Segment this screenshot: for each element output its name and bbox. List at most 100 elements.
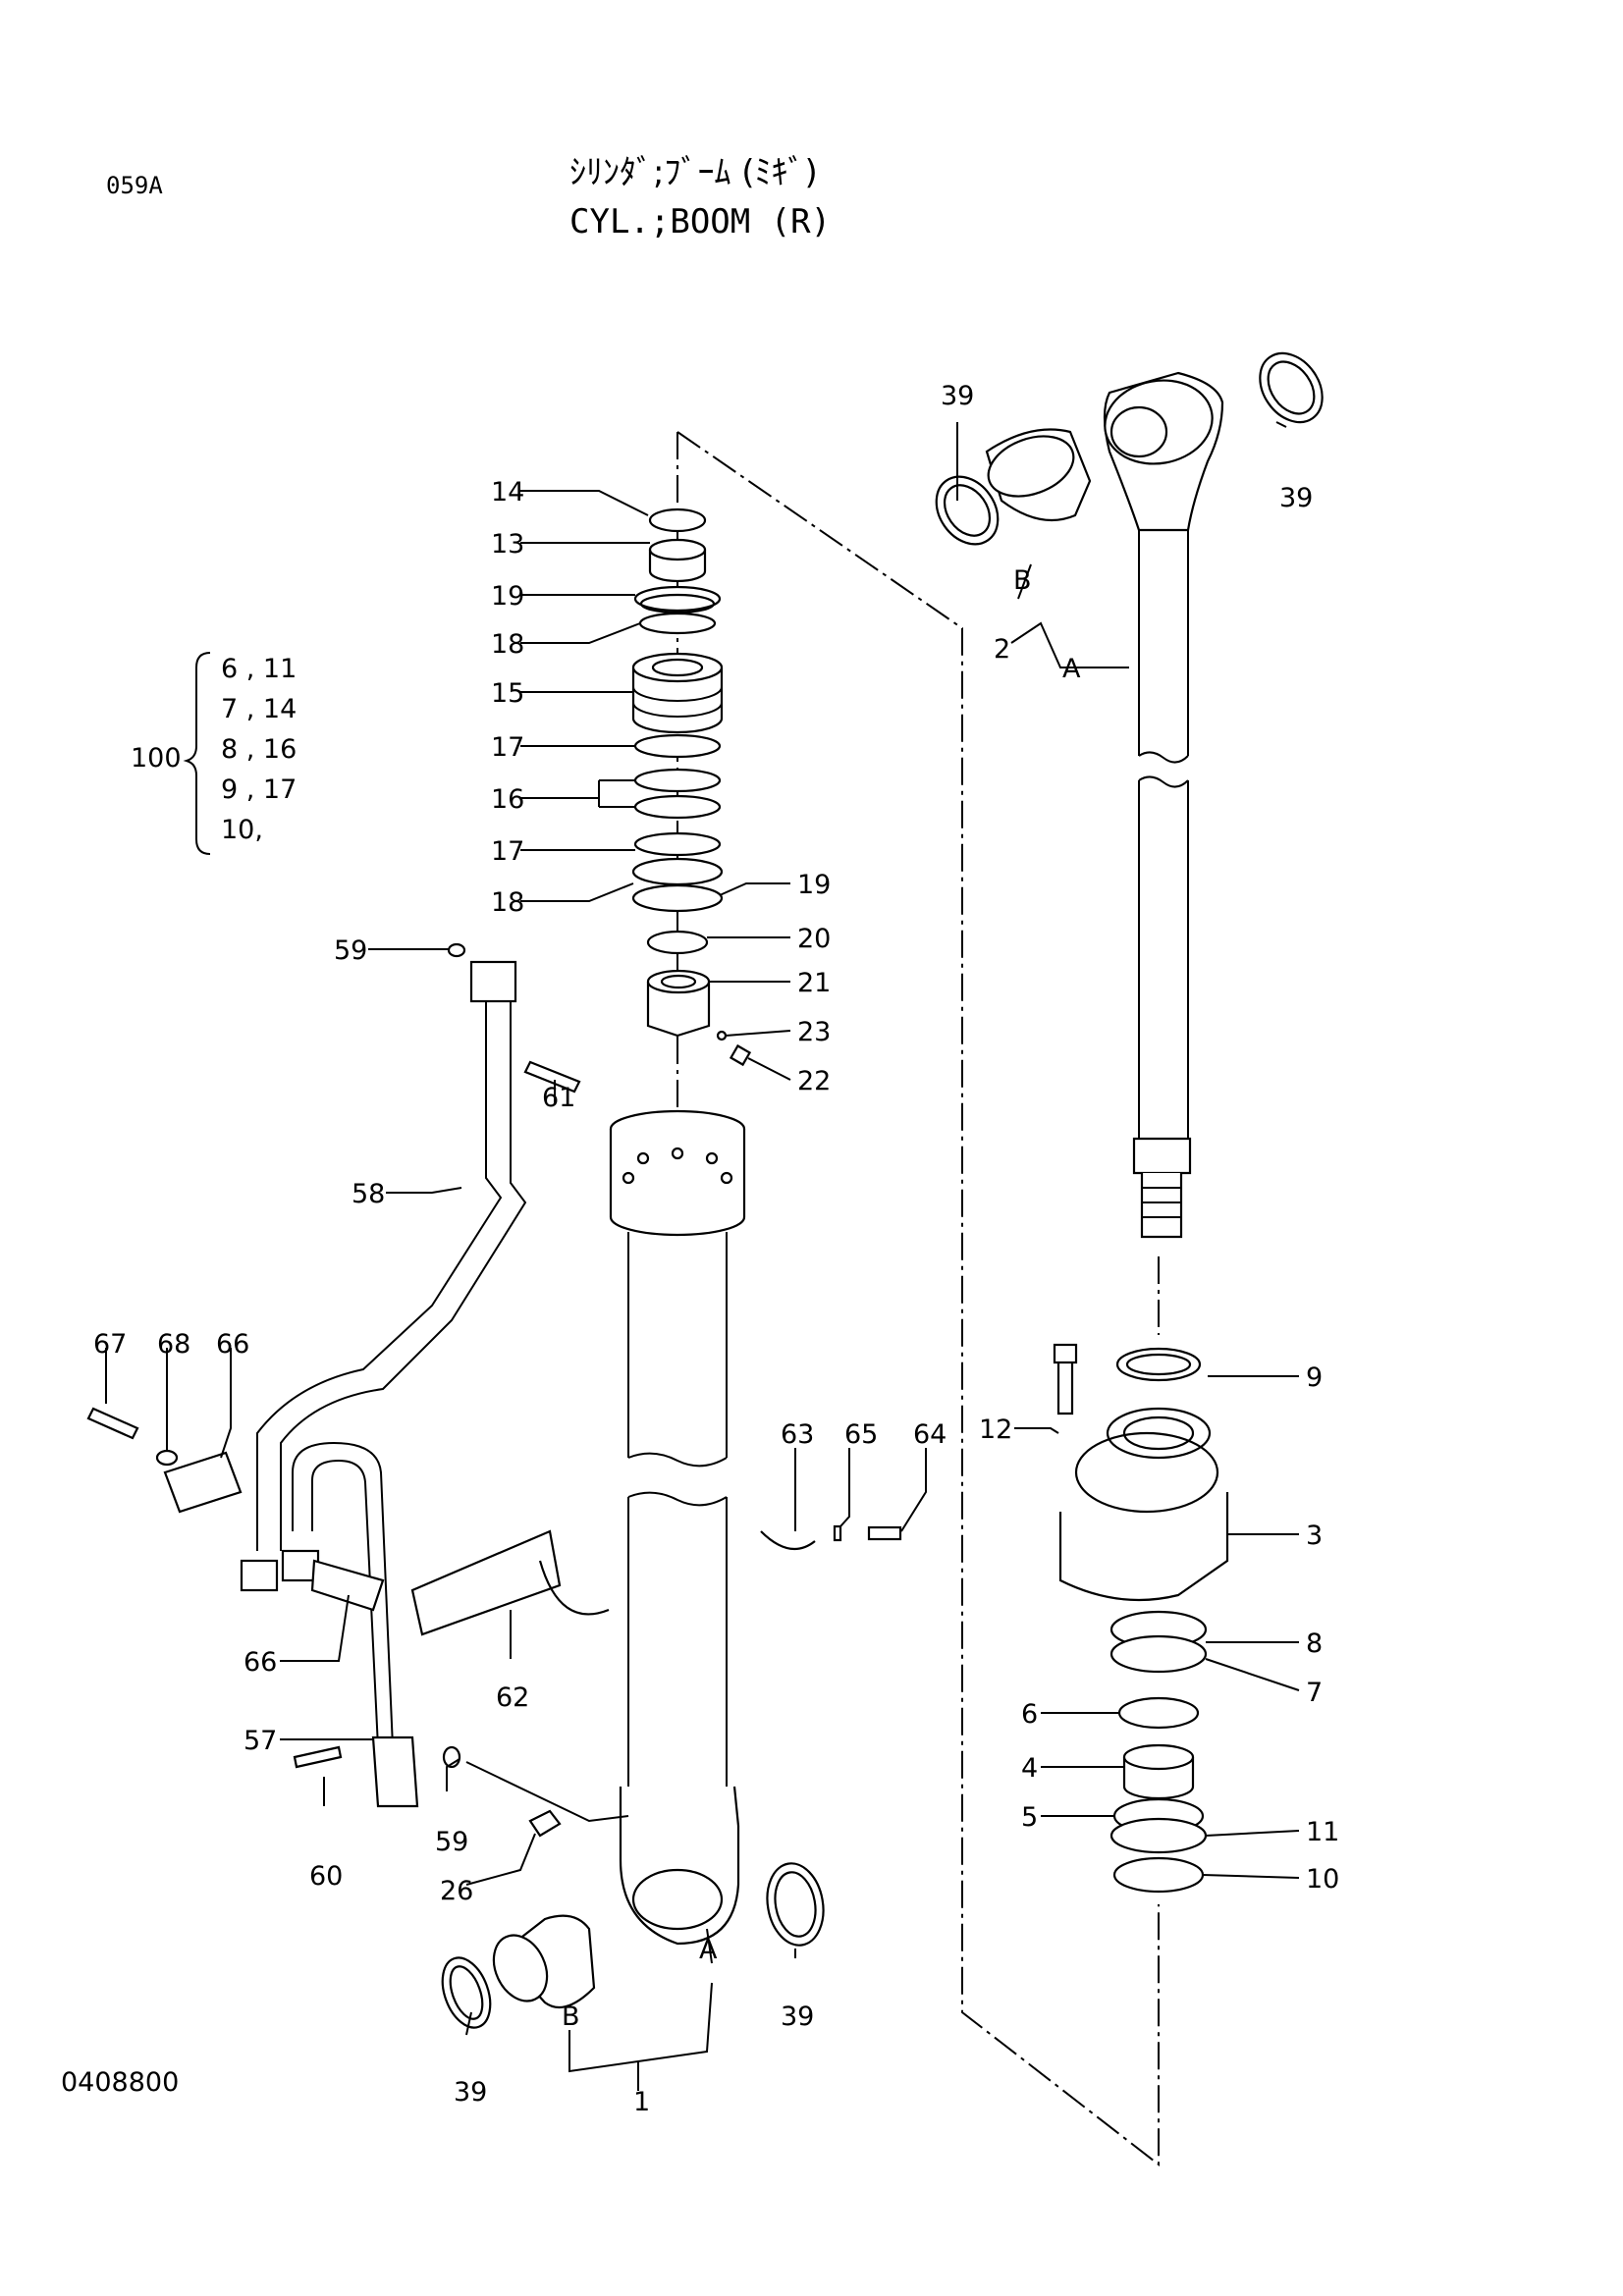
part-9-ring [1115,1347,1202,1382]
assembly-path-line [676,431,1160,2167]
callout-21: 21 [797,968,831,998]
part-19-backup-lower [631,883,724,913]
part-16-ring-b [633,794,722,820]
tube-break-bottom [627,1491,728,1507]
kit-bracket-group: 100 6 , 11 7 , 14 8 , 16 9 , 17 10, [131,652,297,855]
bolt-hole [636,1151,650,1165]
title-english: CYL.;BOOM (R) [569,202,832,241]
callout-labels: 14 13 19 18 15 17 16 17 18 19 20 21 23 2… [93,381,1339,2117]
head-bore [1122,1415,1195,1451]
callout-22: 22 [797,1066,831,1096]
callout-17: 17 [491,732,524,763]
callout-63: 63 [781,1419,814,1450]
callout-1: 1 [633,2087,650,2117]
part-17-wear-ring [633,733,722,759]
part-1-cylinder-tube [609,1109,746,1946]
callout-62: 62 [496,1682,529,1713]
tube-bottom-eye [619,1786,740,1946]
callout-12: 12 [979,1415,1012,1445]
part-68-washer [155,1449,179,1467]
kit-number: 100 [131,743,182,774]
rod-eye-bore [1109,405,1168,458]
bolt-hole [622,1171,635,1185]
kit-row: 10, [221,815,263,845]
callout-A: A [699,1935,718,1965]
callout-20: 20 [797,924,831,954]
bracket-band [538,1560,610,1616]
callout-8: 8 [1306,1629,1323,1659]
callout-66: 66 [243,1647,277,1678]
head-body [1058,1492,1229,1602]
bushing-face [492,1934,549,2002]
tube-upper-body [627,1266,728,1458]
part-21-nut [646,982,711,1038]
title-japanese: ｼﾘﾝﾀﾞ;ﾌﾞｰﾑ (ﾐｷﾞ) [569,153,818,192]
part-13-top [648,538,707,561]
callout-17: 17 [491,836,524,867]
pipe-edge [280,987,527,1551]
rod-eye-outer [1104,379,1214,465]
part-39-seal-upper-right [1259,351,1324,424]
callout-60: 60 [309,1861,343,1892]
drawing-number: 0408800 [61,2067,180,2098]
part-26-grease-nipple [528,1809,562,1838]
part-23-ball [716,1030,728,1041]
part-21-top [646,969,711,994]
seal-inner [449,1965,484,2020]
callout-9: 9 [1306,1362,1323,1393]
callout-39: 39 [1279,483,1313,513]
callout-67: 67 [93,1329,127,1360]
bolt-hole [720,1171,733,1185]
part-61-bolt [523,1060,581,1094]
rod-thread [1140,1173,1183,1239]
callout-18: 18 [491,629,524,660]
bottom-bushing-group [441,1809,825,2029]
part-6-ring [1117,1696,1200,1730]
part-39-seal-left [441,1956,492,2029]
part-66-clamp-lower [310,1559,385,1612]
callout-59: 59 [435,1827,468,1857]
callout-6: 6 [1021,1699,1038,1730]
callout-58: 58 [352,1179,385,1209]
callout-66: 66 [216,1329,249,1360]
kit-brace [183,652,211,855]
part-58-pipe [256,987,503,1551]
callout-23: 23 [797,1017,831,1047]
part-39-seal-upper-left [935,475,1000,546]
part-10-seal [1112,1856,1205,1894]
part-60-bolt [293,1745,343,1769]
leader-lines [105,421,1300,2091]
callout-65: 65 [844,1419,878,1450]
part-11-ring [1109,1817,1208,1854]
callout-59: 59 [334,935,367,966]
part-15-top [631,652,724,683]
tube-lower-body [627,1497,728,1787]
piping-group [86,942,902,1808]
head-top [1106,1407,1212,1460]
callout-18: 18 [491,887,524,918]
callout-39: 39 [781,2002,814,2032]
part-18-seal-lower [631,857,724,886]
bolt-hole [705,1151,719,1165]
part-15-grooves [632,686,723,718]
part-59-flange-top [469,960,517,1003]
part-63-clamp-band [760,1530,816,1551]
callout-2: 2 [994,634,1010,665]
part-59-oring-top [447,942,466,958]
callout-19: 19 [491,581,524,612]
part-20-ring [646,930,709,955]
part-66-clamp-left [163,1451,243,1514]
callout-B: B [562,2002,580,2032]
part-62-bracket [410,1529,562,1636]
rod-thread-lines [1142,1187,1181,1218]
part-17-wear-ring-lower [633,831,722,857]
callout-14: 14 [491,477,524,507]
rod-upper [1138,530,1189,756]
bushing-top [1122,1743,1195,1771]
callout-64: 64 [913,1419,947,1450]
callout-5: 5 [1021,1802,1038,1833]
rod-lower [1138,780,1189,1139]
rod-break-bottom [1138,775,1189,788]
part-7-ring [1109,1634,1208,1674]
